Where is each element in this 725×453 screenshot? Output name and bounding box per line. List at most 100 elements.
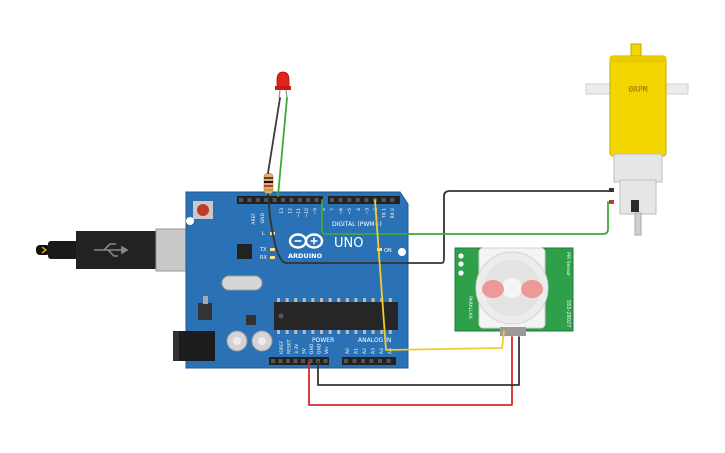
regulator (198, 303, 212, 320)
chip-pin (345, 330, 349, 334)
chip-pin (371, 330, 375, 334)
chip-pin (294, 330, 298, 334)
dc-motor[interactable]: 0RPM (585, 43, 689, 236)
pir-gnd-wire[interactable] (317, 336, 520, 386)
chip-pin (277, 298, 280, 302)
header-pin[interactable] (289, 198, 294, 202)
power-label: POWER (312, 337, 334, 344)
power-pin-label: IOREF (279, 340, 285, 354)
analog-pin-label: A4 (379, 348, 385, 354)
header-pin[interactable] (355, 198, 360, 202)
tx-label: TX (259, 247, 267, 253)
digital-header-right (328, 196, 400, 204)
led-cathode-wire[interactable] (267, 97, 281, 174)
mounting-hole (398, 248, 406, 256)
crystal-oscillator (221, 275, 263, 291)
chip-pin (345, 298, 349, 302)
power-pin-label: Vin (324, 347, 330, 354)
power-pin-label: GND (309, 343, 315, 354)
motor-signal-wire[interactable] (321, 199, 609, 235)
header-pin[interactable] (361, 359, 365, 363)
chip-pin (337, 298, 341, 302)
pir-title: PIR Sensor (565, 252, 571, 276)
reset-button-cap[interactable] (197, 204, 209, 216)
header-pin[interactable] (255, 198, 260, 202)
header-pin[interactable] (347, 198, 352, 202)
digital-pin-label: ~3 (364, 208, 370, 215)
motor-axle (634, 212, 642, 236)
header-pin[interactable] (344, 359, 348, 363)
header-pin[interactable] (352, 359, 357, 363)
digital-pin-label: ~6 (339, 208, 345, 215)
digital-pin-label: ~9 (313, 208, 319, 215)
header-pin[interactable] (271, 359, 275, 363)
chip-pin (311, 330, 315, 334)
header-pin[interactable] (369, 359, 374, 363)
digital-pin-label: ~11 (296, 208, 302, 218)
header-pin[interactable] (281, 198, 285, 202)
pir-vcc-wire[interactable] (308, 336, 513, 406)
chip-pin (320, 298, 323, 302)
header-pin[interactable] (338, 198, 343, 202)
header-pin[interactable] (381, 198, 386, 202)
chip-pin (328, 330, 332, 334)
brand-label: ARDUINO (288, 252, 323, 260)
header-pin[interactable] (386, 359, 391, 363)
motor-terminal-pos[interactable] (609, 200, 614, 204)
header-pin[interactable] (272, 198, 277, 202)
header-pin[interactable] (323, 359, 328, 363)
pir-lens-glow (521, 280, 543, 298)
header-pin[interactable] (286, 359, 290, 363)
header-pin[interactable] (364, 198, 369, 202)
header-pin[interactable] (308, 359, 313, 363)
header-pin[interactable] (239, 198, 243, 202)
header-pin[interactable] (378, 359, 382, 363)
analog-in-label: ANALOG IN (358, 337, 391, 344)
chip-pin (311, 298, 315, 302)
led-anode-wire[interactable] (277, 97, 288, 197)
chip-pin (328, 298, 332, 302)
chip-pin (294, 298, 298, 302)
header-pin[interactable] (306, 198, 311, 202)
pir-signal-wire[interactable] (374, 199, 505, 351)
motor-rpm-label: 0RPM (628, 85, 647, 94)
pir-brand: PARALLAX (467, 296, 473, 319)
header-pin[interactable] (293, 359, 298, 363)
digital-pin-label: 12 (287, 208, 293, 214)
digital-header-holes (239, 198, 395, 202)
header-pin[interactable] (390, 198, 395, 202)
motor-terminal-neg[interactable] (609, 188, 614, 192)
motor-gnd-wire[interactable] (267, 190, 612, 264)
power-pin-label: GND (317, 343, 323, 354)
led-tx-indicator (270, 248, 275, 251)
header-pin[interactable] (330, 198, 334, 202)
red-led[interactable] (275, 71, 291, 99)
digital-pin-label: 4 (356, 208, 362, 211)
header-pin[interactable] (314, 198, 319, 202)
usb-cable-tail (36, 245, 50, 255)
gnd-label: GND (260, 212, 266, 223)
header-pin[interactable] (247, 198, 252, 202)
header-pin[interactable] (278, 359, 283, 363)
analog-pin-label: A3 (371, 348, 377, 354)
power-pin-label: 5V (302, 347, 308, 354)
usb-chip (237, 244, 252, 259)
header-pin[interactable] (301, 359, 305, 363)
header-pin[interactable] (264, 198, 269, 202)
chip-pin (354, 298, 358, 302)
aref-label: AREF (251, 213, 257, 225)
chip-pin (354, 330, 358, 334)
chip-pin (371, 298, 375, 302)
header-pin[interactable] (297, 198, 302, 202)
chip-pin (302, 330, 306, 334)
resistor[interactable] (263, 172, 274, 195)
header-pin[interactable] (316, 359, 320, 363)
power-jack[interactable] (173, 331, 215, 361)
pir-sensor[interactable]: PIR Sensor 555-28027 PARALLAX (454, 247, 574, 336)
pir-lens-glow (482, 280, 504, 298)
power-pin-label: 3.3V (294, 343, 300, 354)
